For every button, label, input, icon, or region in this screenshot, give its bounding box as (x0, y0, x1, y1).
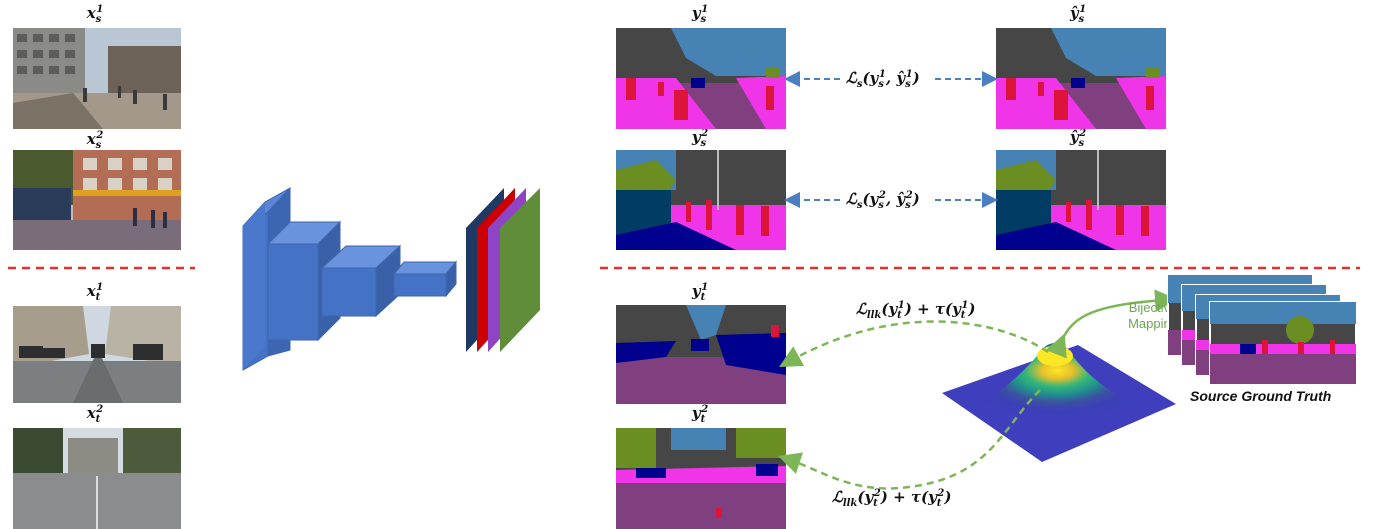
target-image-1-label: xt1 (86, 282, 104, 303)
output-plane-1 (466, 188, 504, 352)
encoder-block-2 (267, 243, 319, 341)
source-image-1 (13, 28, 181, 129)
source-image-2 (13, 150, 181, 250)
target-loss-1: ℒllk(yt1) + τ(yt1) (856, 300, 976, 321)
target-prediction-2-label: yt2 (691, 404, 709, 425)
bijective-mapping-line1: Bijective (1128, 300, 1178, 315)
output-plane-3 (488, 188, 526, 352)
target-image-1 (13, 306, 181, 403)
target-prediction-1 (616, 305, 786, 404)
source-gt-2-label: ŷs2 (1069, 128, 1087, 149)
source-gt-1 (996, 28, 1166, 129)
target-image-2-label: xt2 (86, 404, 104, 425)
output-plane-2 (477, 188, 515, 352)
target-prediction-1-label: yt1 (691, 282, 709, 303)
encoder-block-3 (321, 267, 377, 317)
source-loss-1: ℒs(ys1, ŷs1) (846, 69, 920, 90)
encoder-block-4 (393, 273, 447, 297)
source-gt-1-label: ŷs1 (1069, 4, 1087, 25)
source-prediction-2-label: ys2 (691, 128, 709, 149)
target-image-2 (13, 428, 181, 529)
source-prediction-1 (616, 28, 786, 129)
source-gt-2 (996, 150, 1166, 250)
source-loss-2: ℒs(ys2, ŷs2) (846, 190, 920, 211)
bijective-mapping-line2: Mapping (1128, 316, 1178, 331)
source-prediction-1-label: ys1 (691, 4, 709, 25)
source-image-1-label: xs1 (86, 4, 104, 25)
bijective-mapping-label: Bijective Mapping (1118, 300, 1188, 332)
source-ground-truth-caption: Source Ground Truth (1190, 388, 1332, 404)
target-prediction-2 (616, 428, 786, 529)
output-plane-4 (500, 188, 540, 352)
source-prediction-2 (616, 150, 786, 250)
source-image-2-label: xs2 (86, 130, 104, 151)
target-loss-2: ℒllk(yt2) + τ(yt2) (832, 488, 952, 509)
